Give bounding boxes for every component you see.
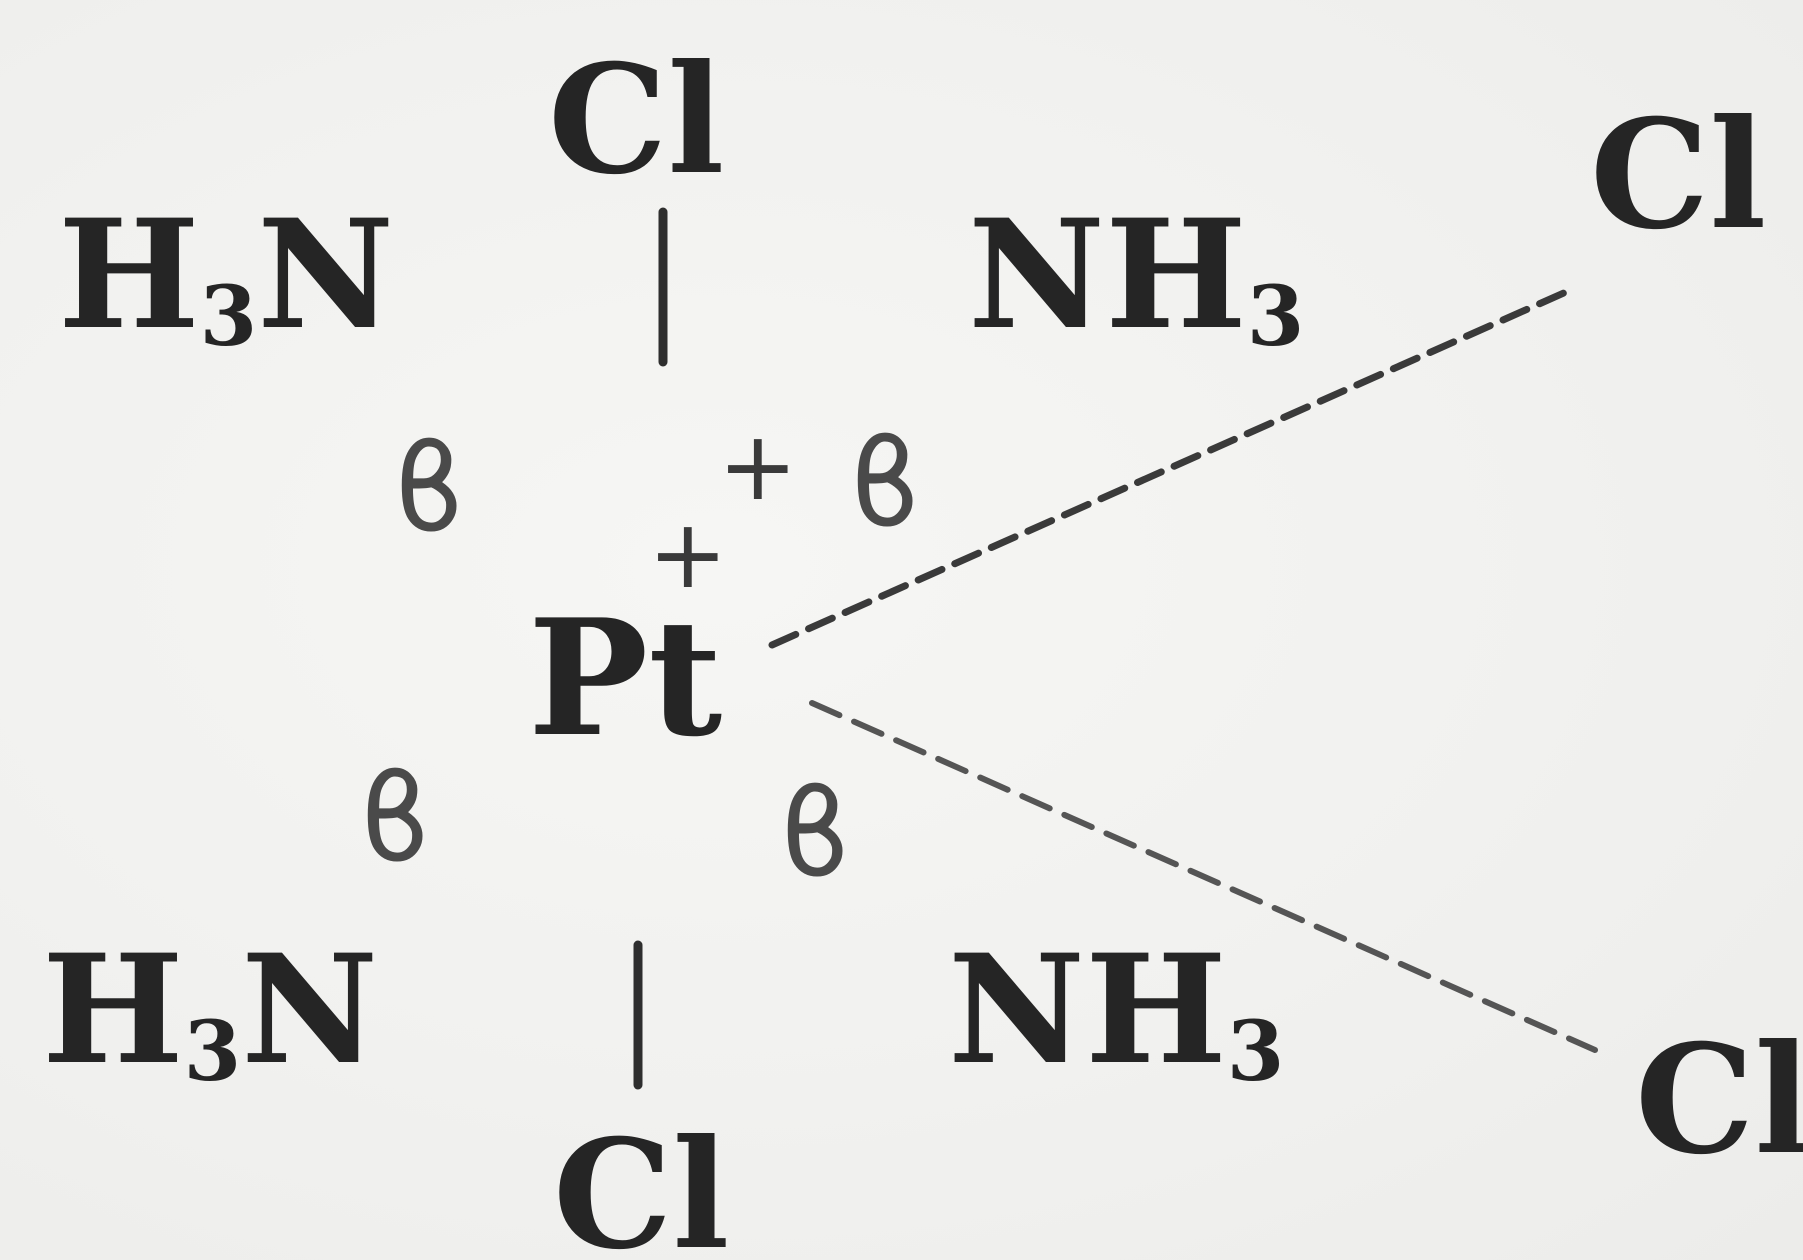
nh3-lower-right-label: NH3 [948, 935, 1284, 1093]
nh3-upper-right-subscript: 3 [1246, 269, 1305, 366]
h3n-upper-left-element: H [58, 187, 200, 363]
h3n-lower-left-label: H3N [42, 935, 378, 1093]
nh3-upper-right-element: NH [968, 187, 1247, 363]
mark-upper-left: ϐ [392, 420, 466, 559]
ionic-bond-upper-cl [768, 284, 1579, 649]
h3n-upper-left-tail: N [257, 187, 395, 363]
h3n-upper-left-label: H3N [58, 200, 394, 358]
nh3-upper-right-label: NH3 [968, 200, 1304, 358]
charge-plus-upper: + [718, 412, 798, 522]
pt-center-label: Pt [528, 584, 723, 772]
mark-lower-left: ϐ [358, 750, 432, 889]
h3n-lower-left-tail: N [241, 922, 379, 1098]
h3n-lower-left-subscript: 3 [183, 1004, 242, 1101]
nh3-lower-right-subscript: 3 [1226, 1004, 1285, 1101]
charge-plus-lower: + [648, 500, 728, 610]
mark-lower-right: ϐ [778, 765, 852, 904]
cl-top-label: Cl [548, 32, 725, 208]
cl-outer-lower-label: Cl [1635, 1012, 1803, 1188]
cl-bottom-label: Cl [553, 1107, 730, 1260]
mark-upper-right: ϐ [848, 415, 922, 554]
h3n-lower-left-element: H [42, 922, 184, 1098]
h3n-upper-left-subscript: 3 [199, 269, 258, 366]
ionic-bond-lower-cl [809, 700, 1598, 1053]
cl-outer-upper-label: Cl [1590, 87, 1767, 263]
nh3-lower-right-element: NH [948, 922, 1227, 1098]
